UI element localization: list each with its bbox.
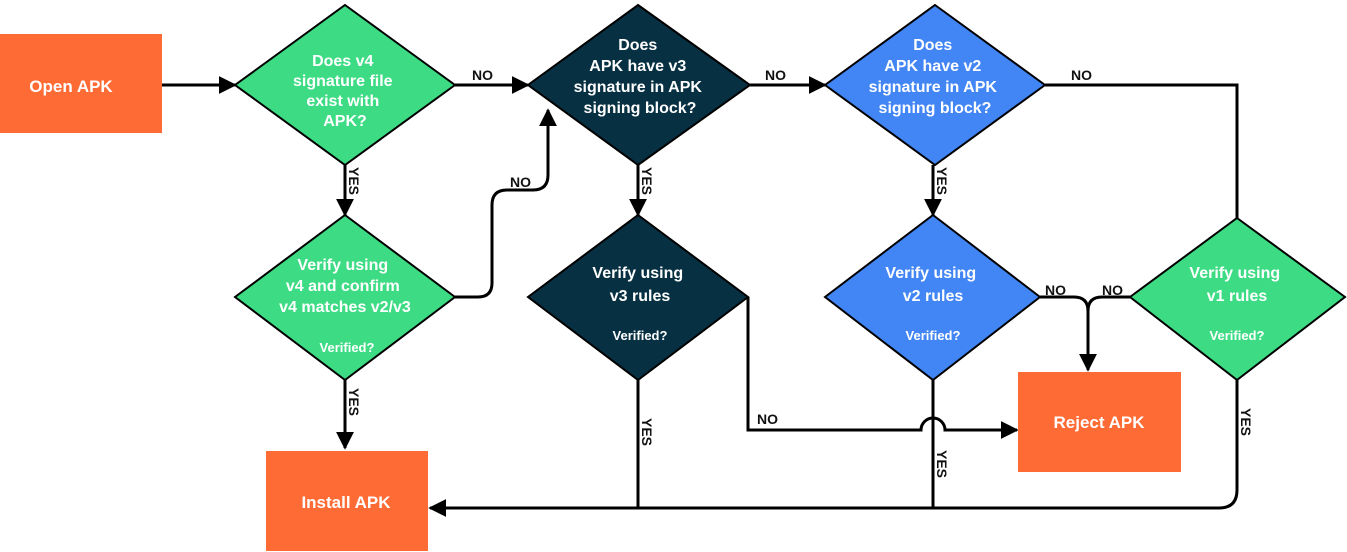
label-no-qv3: NO — [765, 67, 786, 83]
verify-v4-line-1: Verify using — [297, 257, 388, 274]
edge-qv2-to-verify-v1 — [1045, 83, 1239, 218]
q-v3-line-1: Does — [618, 37, 657, 54]
node-reject-apk-label: Reject APK — [1053, 413, 1145, 432]
verify-v1-line-1: Verify using — [1189, 265, 1280, 282]
node-q-v2: Does APK have v2 signature in APK signin… — [823, 3, 1047, 167]
edge-verify-v4-to-qv3 — [455, 108, 557, 299]
q-v2-line-1: Does — [913, 37, 952, 54]
q-v4-line-4: APK? — [323, 113, 367, 130]
svg-text:Verify using v2 rules: Verify using v2 rules — [885, 265, 980, 305]
edge-verify-v1-to-reject — [1086, 295, 1130, 312]
node-q-v4: Does v4 signature file exist with APK? — [233, 3, 457, 167]
edge-verify-v2-to-reject — [1040, 295, 1097, 372]
node-install-apk-label: Install APK — [301, 493, 391, 512]
verify-v3-sub: Verified? — [613, 328, 668, 343]
svg-text:Does APK have v3 s: Does APK have v3 signature in APK signin… — [574, 37, 707, 117]
q-v2-line-4: signing block? — [879, 100, 992, 117]
svg-text:Verify using v3 rules: Verify using v3 rules — [592, 265, 687, 305]
verify-v1-line-2: v1 rules — [1207, 288, 1268, 305]
node-verify-v4: Verify using v4 and confirm v4 matches v… — [233, 213, 457, 382]
q-v4-line-1: Does v4 — [312, 53, 373, 70]
verify-v3-line-2: v3 rules — [610, 288, 671, 305]
verify-v3-line-1: Verify using — [592, 265, 683, 282]
label-no-verify-v4: NO — [510, 174, 531, 190]
q-v3-line-2: APK have v3 — [589, 58, 686, 75]
svg-text:Does v4 signature file: Does v4 signature file exist with APK? — [293, 53, 397, 130]
node-open-apk: Open APK — [0, 34, 162, 133]
verify-v4-line-3: v4 matches v2/v3 — [279, 299, 411, 316]
verify-v4-sub: Verified? — [320, 340, 375, 355]
q-v3-line-4: signing block? — [584, 100, 697, 117]
node-open-apk-label: Open APK — [29, 77, 113, 96]
label-yes-verify-v3: YES — [639, 418, 655, 446]
label-yes-qv4: YES — [346, 167, 362, 195]
node-q-v3: Does APK have v3 signature in APK signin… — [526, 3, 752, 167]
edge-verify-v1-to-install — [428, 380, 1239, 517]
label-yes-qv3: YES — [639, 167, 655, 195]
edge-labels: NO NO NO NO NO NO NO YES YES YES YES YES… — [346, 67, 1254, 478]
q-v3-line-3: signature in APK — [574, 79, 703, 96]
label-no-qv2: NO — [1071, 67, 1092, 83]
node-install-apk: Install APK — [266, 451, 428, 551]
label-no-verify-v2: NO — [1045, 282, 1066, 298]
label-yes-verify-v1: YES — [1238, 408, 1254, 436]
svg-text:Does APK have v2 s: Does APK have v2 signature in APK signin… — [869, 37, 1002, 117]
svg-text:Verify using v4 and conf: Verify using v4 and confirm v4 matches v… — [279, 257, 411, 316]
verify-v2-line-1: Verify using — [885, 265, 976, 282]
node-verify-v3: Verify using v3 rules Verified? — [526, 213, 750, 382]
q-v2-line-3: signature in APK — [869, 79, 998, 96]
verify-v2-line-2: v2 rules — [903, 288, 964, 305]
label-no-verify-v1: NO — [1102, 282, 1123, 298]
connectors — [162, 76, 1239, 517]
label-yes-verify-v4: YES — [346, 388, 362, 416]
label-no-verify-v3: NO — [757, 411, 778, 427]
q-v4-line-2: signature file — [293, 73, 393, 90]
verify-v4-line-2: v4 and confirm — [286, 278, 400, 295]
verify-v1-sub: Verified? — [1210, 328, 1265, 343]
label-yes-verify-v2: YES — [934, 450, 950, 478]
q-v2-line-2: APK have v2 — [884, 58, 981, 75]
label-yes-qv2: YES — [934, 167, 950, 195]
node-verify-v1: Verify using v1 rules Verified? — [1128, 216, 1347, 382]
verify-v2-sub: Verified? — [906, 328, 961, 343]
label-no-qv4: NO — [472, 67, 493, 83]
svg-text:Verify using v1 rules: Verify using v1 rules — [1189, 265, 1284, 305]
node-reject-apk: Reject APK — [1018, 372, 1181, 472]
node-verify-v2: Verify using v2 rules Verified? — [823, 213, 1042, 382]
q-v4-line-3: exist with — [306, 93, 379, 110]
